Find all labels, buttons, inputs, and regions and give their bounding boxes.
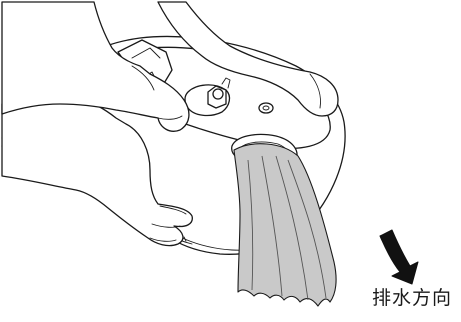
drain-direction-arrow-icon [380, 230, 418, 284]
drain-direction-label: 排水方向 [372, 287, 452, 309]
